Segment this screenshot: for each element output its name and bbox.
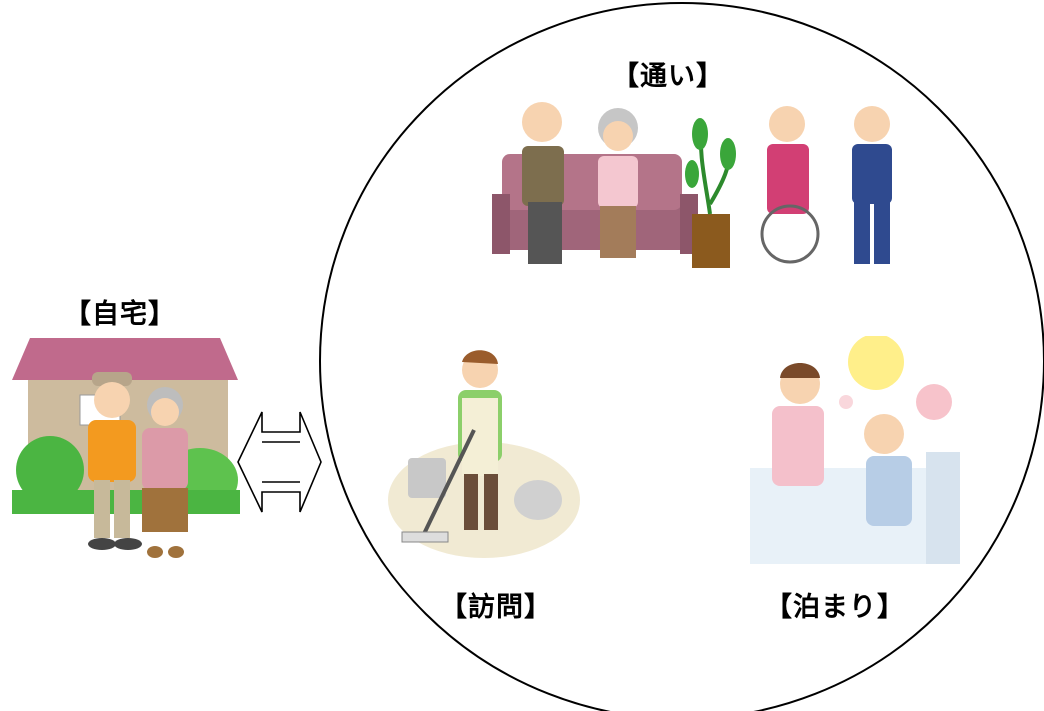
label-stay: 【泊まり】	[765, 592, 905, 623]
elderly-couple-house-icon	[12, 338, 240, 558]
label-day-service: 【通い】	[612, 61, 724, 92]
caregiver-cleaning-icon	[388, 350, 580, 558]
label-visit: 【訪問】	[440, 592, 552, 623]
caregiver-bedside-icon	[750, 336, 960, 564]
elderly-on-sofa-and-exercise-icon	[492, 102, 892, 268]
label-home: 【自宅】	[64, 299, 176, 330]
service-circle	[319, 2, 1044, 711]
double-arrow-icon	[237, 411, 322, 513]
